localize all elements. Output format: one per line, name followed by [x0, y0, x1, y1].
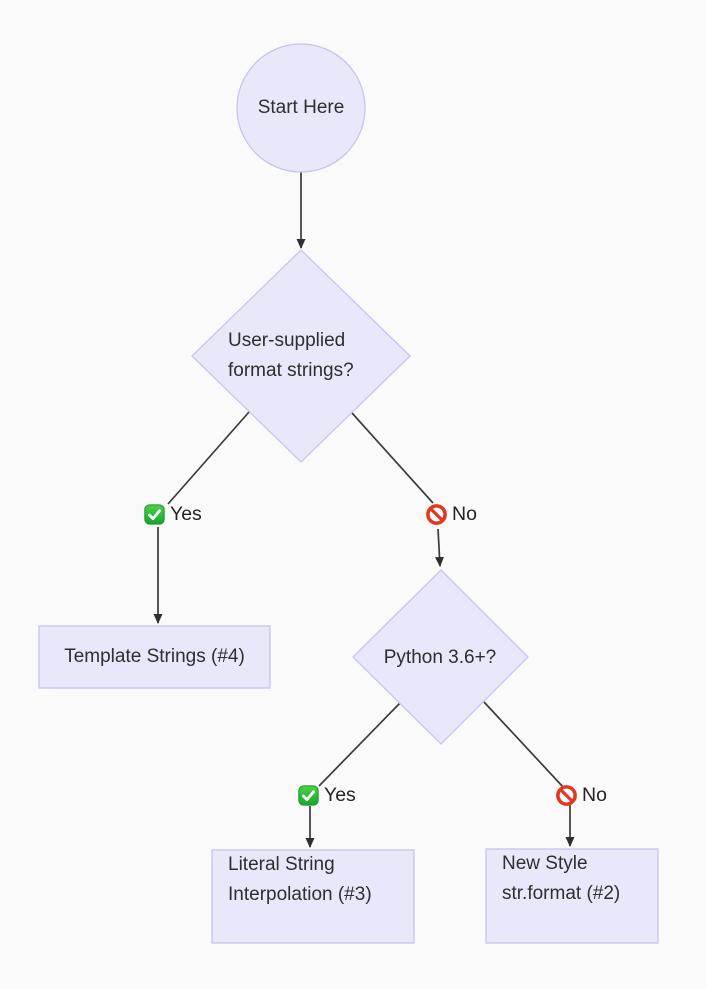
decision2-diamond-shape	[352, 569, 529, 745]
decision1-label-line1: User-supplied	[228, 330, 346, 351]
edge-decision1-to-yes1	[167, 411, 250, 505]
edge-label-no2: No	[556, 785, 607, 806]
template-strings-box-shape	[38, 625, 271, 689]
edge-label-yes1-text: Yes	[170, 503, 202, 525]
edge-decision2-to-yes2	[318, 702, 401, 787]
literal-interpolation-line1: Literal String	[228, 854, 335, 875]
new-style-box-shape	[485, 848, 659, 944]
decision1-label: User-supplied format strings?	[228, 326, 354, 386]
check-mark-icon	[144, 504, 165, 525]
edge-label-no1: No	[426, 504, 477, 525]
prohibited-icon	[556, 785, 577, 806]
literal-interpolation-line2: Interpolation (#3)	[228, 884, 372, 905]
decision1-diamond-shape	[191, 249, 411, 463]
edge-no1-to-decision2	[435, 528, 445, 567]
decision2-label: Python 3.6+?	[383, 647, 497, 668]
flowchart-connectors	[153, 172, 575, 848]
start-node-shape	[236, 43, 366, 173]
new-style-line2: str.format (#2)	[502, 883, 621, 904]
edge-label-yes2: Yes	[298, 785, 356, 806]
edge-label-yes1: Yes	[144, 504, 202, 525]
edge-label-yes2-text: Yes	[324, 784, 356, 806]
edge-label-no2-text: No	[582, 784, 607, 806]
edge-label-no1-text: No	[452, 503, 477, 525]
edge-decision2-to-no2	[483, 701, 565, 789]
start-node-label: Start Here	[257, 97, 345, 118]
literal-interpolation-label: Literal String Interpolation (#3)	[212, 850, 414, 943]
template-strings-label: Template Strings (#4)	[64, 646, 245, 667]
decision1-label-line2: format strings?	[228, 360, 354, 381]
new-style-line1: New Style	[502, 853, 588, 874]
new-style-label: New Style str.format (#2)	[486, 849, 658, 943]
prohibited-icon	[426, 504, 447, 525]
literal-interpolation-box-shape	[211, 849, 415, 944]
check-mark-icon	[298, 785, 319, 806]
edge-decision1-to-no1	[351, 412, 434, 504]
